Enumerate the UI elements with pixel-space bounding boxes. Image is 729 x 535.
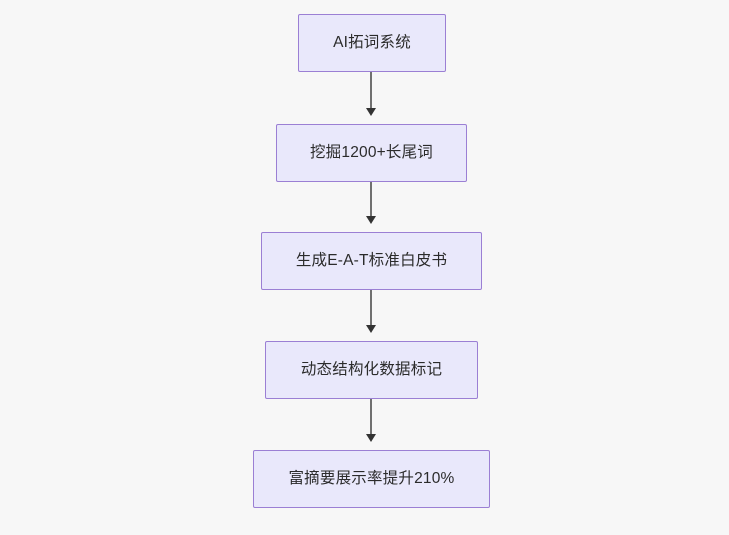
- flowchart-node-ai-keyword-system[interactable]: AI拓词系统: [298, 14, 446, 72]
- flowchart-node-mine-longtail-keywords[interactable]: 挖掘1200+长尾词: [276, 124, 467, 182]
- edge-n2-n3: [370, 182, 372, 217]
- flowchart-node-generate-eat-whitepaper[interactable]: 生成E-A-T标准白皮书: [261, 232, 482, 290]
- edge-n4-n5: [370, 399, 372, 435]
- node-label: 富摘要展示率提升210%: [288, 470, 455, 488]
- edge-n3-n4: [370, 290, 372, 326]
- arrowhead-n2-n3: [366, 216, 376, 224]
- edge-n1-n2: [370, 72, 372, 109]
- node-label: 生成E-A-T标准白皮书: [295, 252, 448, 270]
- arrowhead-n3-n4: [366, 325, 376, 333]
- flowchart-node-dynamic-structured-data-markup[interactable]: 动态结构化数据标记: [265, 341, 478, 399]
- flowchart-node-rich-snippet-rate-increase[interactable]: 富摘要展示率提升210%: [253, 450, 490, 508]
- node-label: AI拓词系统: [333, 34, 411, 52]
- node-label: 挖掘1200+长尾词: [309, 144, 434, 162]
- arrowhead-n1-n2: [366, 108, 376, 116]
- arrowhead-n4-n5: [366, 434, 376, 442]
- node-label: 动态结构化数据标记: [300, 361, 443, 379]
